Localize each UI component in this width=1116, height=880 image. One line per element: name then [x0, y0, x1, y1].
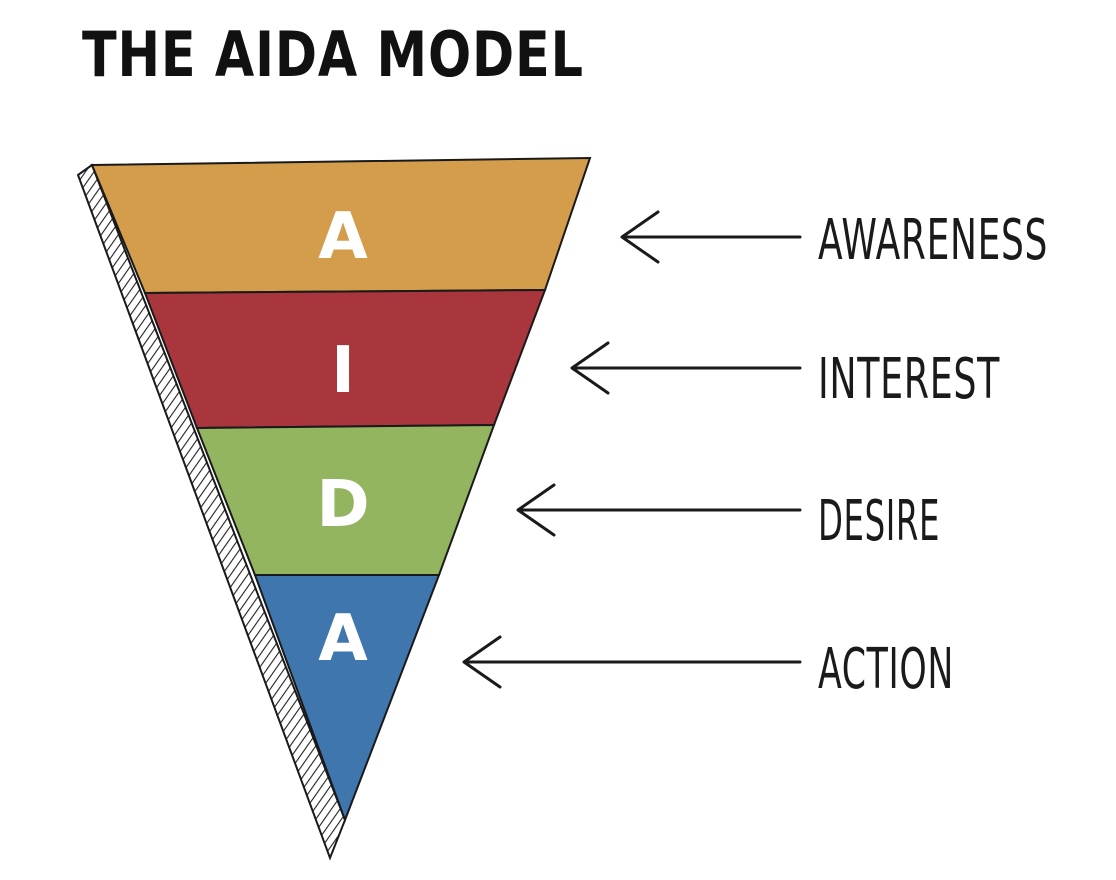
band-letter-awareness: A [318, 200, 368, 274]
arrow-awareness [620, 210, 802, 264]
stage-label-awareness: AWARENESS [818, 208, 1048, 273]
stage-label-action: ACTION [818, 637, 954, 702]
arrow-interest [570, 341, 802, 395]
stage-label-interest: INTEREST [818, 347, 1000, 412]
band-letter-desire: D [316, 468, 369, 542]
arrow-desire [516, 483, 802, 537]
funnel-band-action [253, 574, 441, 823]
page-title: THE AIDA MODEL [82, 18, 584, 91]
band-letter-interest: I [331, 334, 355, 408]
stage-label-desire: DESIRE [818, 489, 940, 554]
band-letter-action: A [318, 602, 368, 676]
arrow-action [462, 635, 802, 689]
